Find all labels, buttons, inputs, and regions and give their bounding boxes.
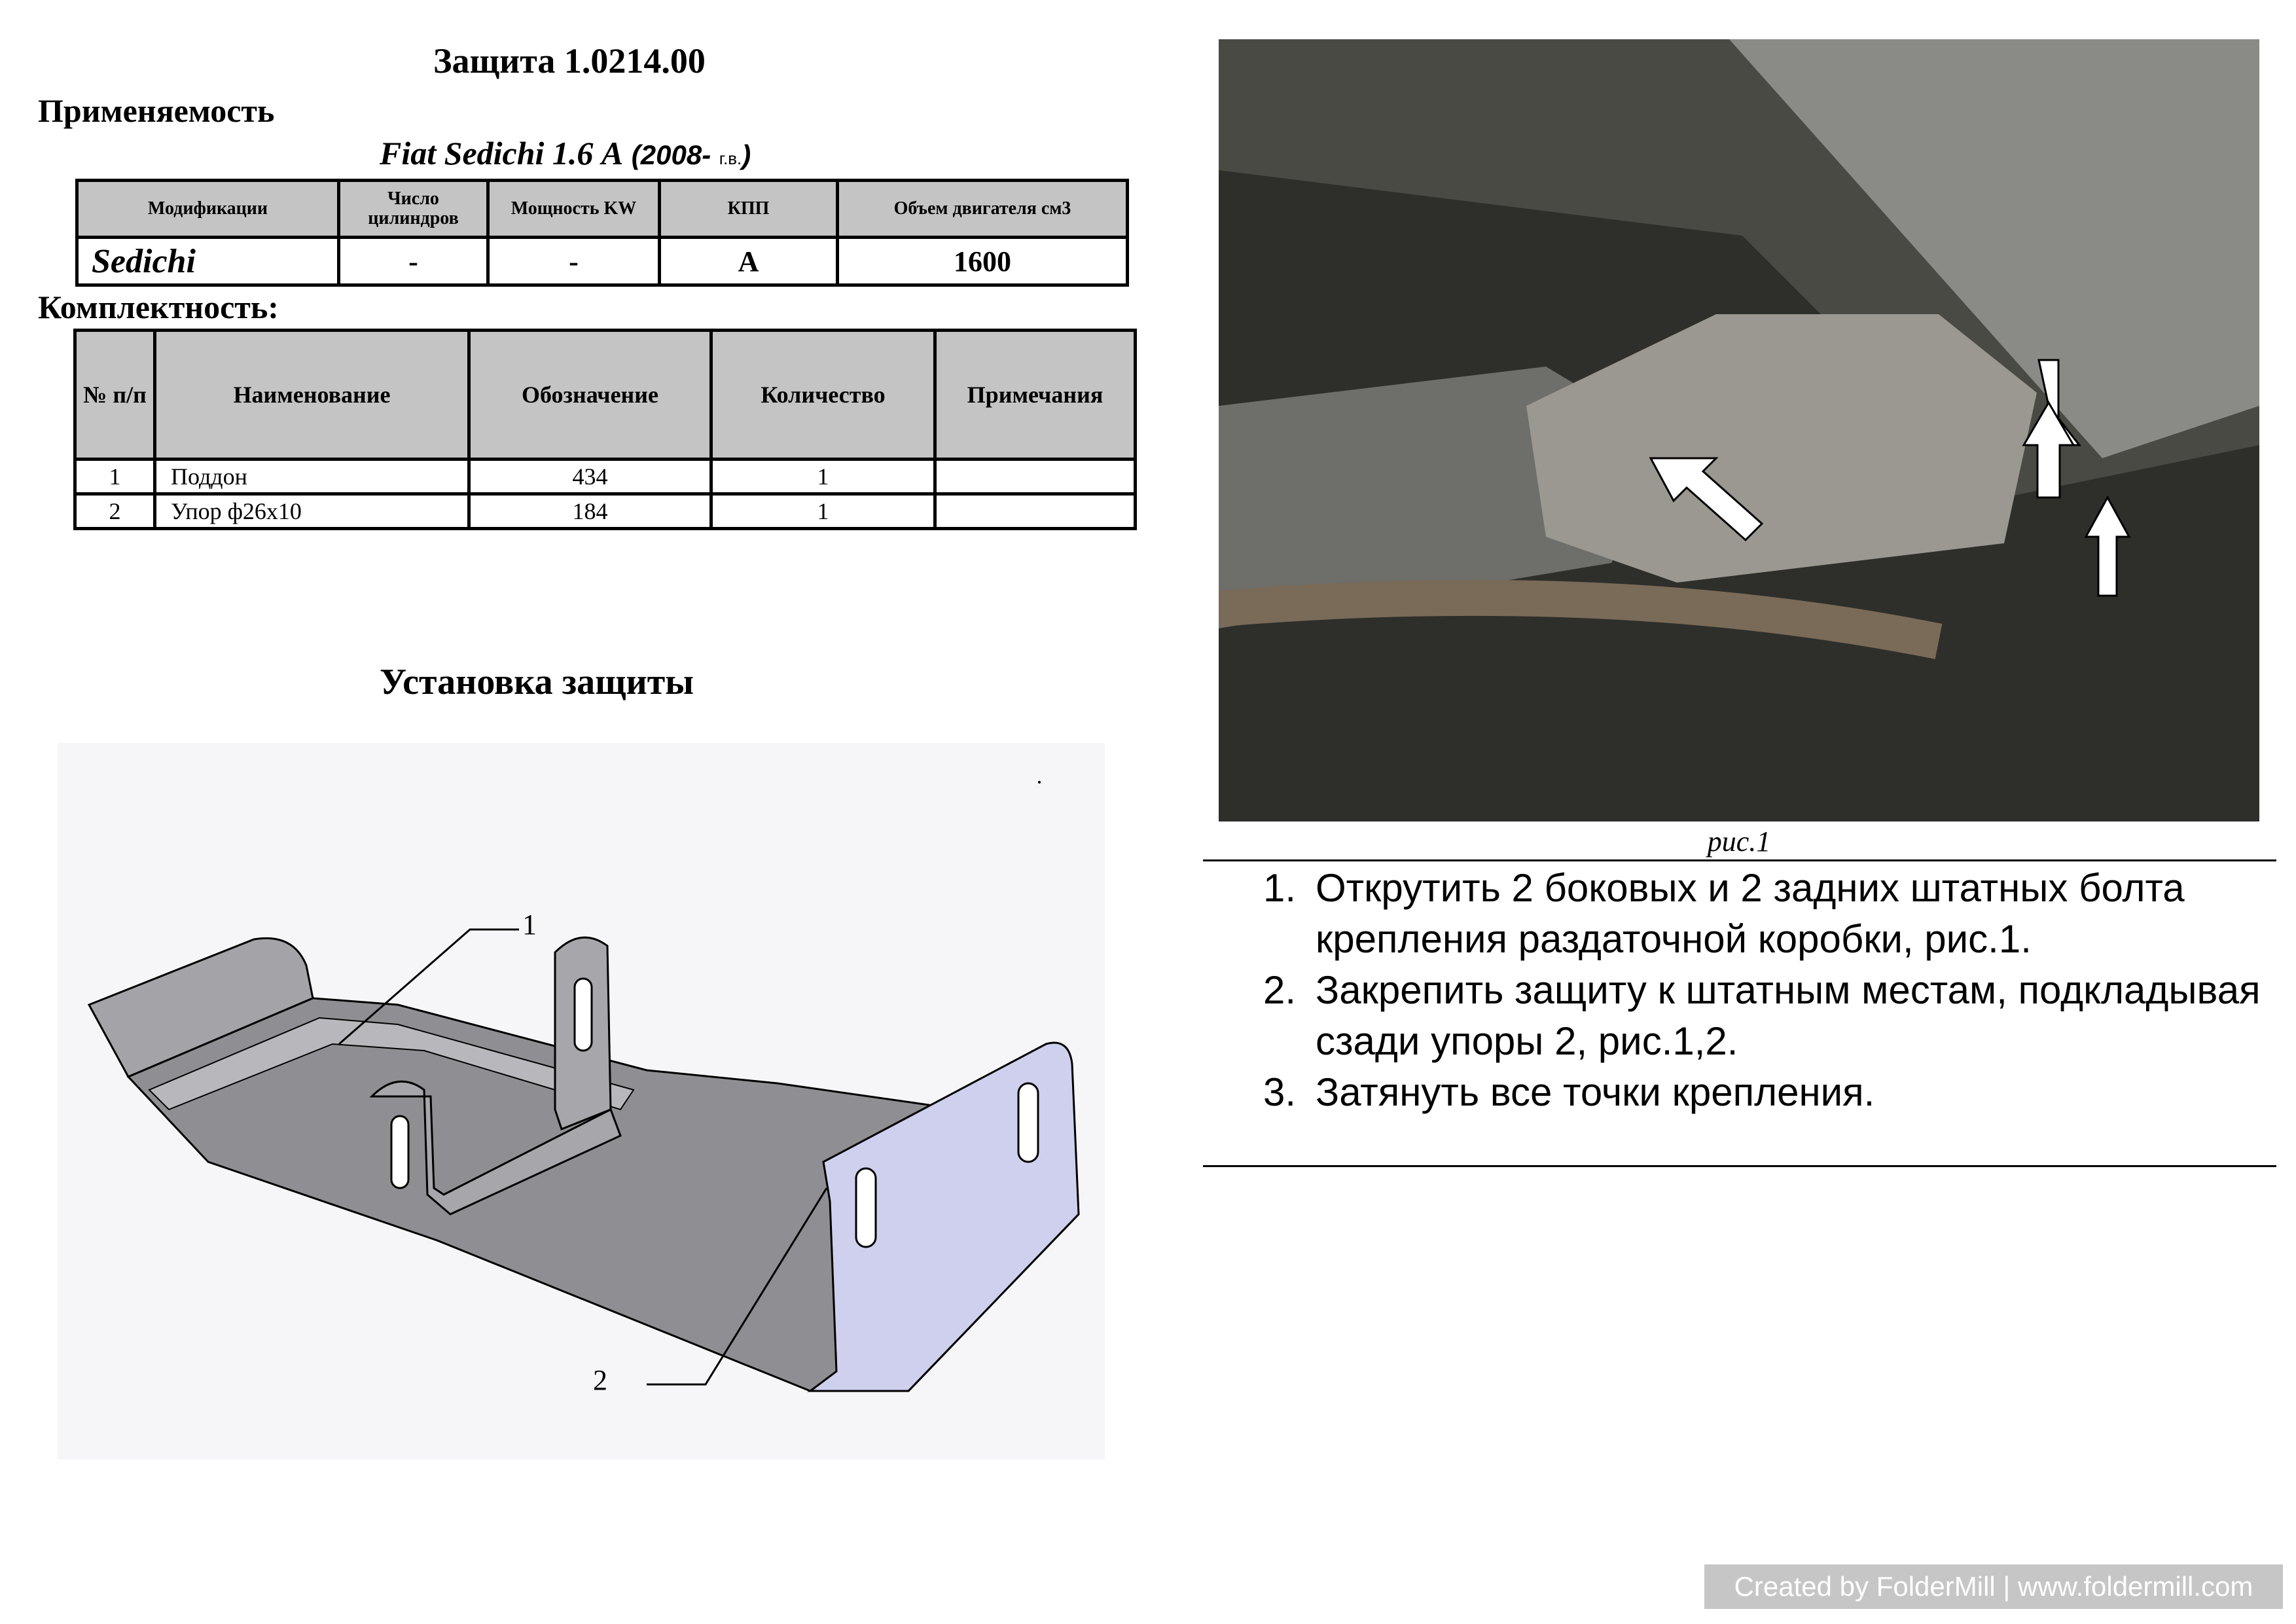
table-row: Sedichi - - А 1600 [75,236,1129,287]
installation-photo [1219,39,2259,821]
cell-engine-volume: 1600 [836,236,1129,287]
list-item: 3. Затянуть все точки крепления. [1263,1067,2271,1118]
cell-quantity: 1 [709,492,937,530]
col-cylinders: Число цилиндров [337,179,490,239]
divider-bottom [1203,1165,2276,1167]
list-item: 1. Открутить 2 боковых и 2 задних штатных… [1263,863,2271,965]
kit-table: № п/п Наименование Обозначение Количеств… [73,329,1137,530]
step-number: 3. [1263,1070,1297,1114]
cell-designation: 434 [467,458,713,496]
col-name: Наименование [153,329,471,461]
years-suffix: г.в. [719,149,742,168]
close-bracket: ) [742,139,751,170]
install-heading: Установка защиты [380,662,694,702]
step-text: Затянуть все точки крепления. [1316,1070,1875,1114]
open-bracket: ( [631,139,641,170]
watermark: Created by FolderMill | www.foldermill.c… [1704,1564,2283,1609]
col-designation: Обозначение [467,329,713,461]
cell-quantity: 1 [709,458,937,496]
part-drawing: 1 2 [58,743,1105,1460]
modifications-table: Модификации Число цилиндров Мощность KW … [75,179,1129,287]
list-item: 2. Закрепить защиту к штатным местам, под… [1263,965,2271,1067]
table-row: 2 Упор ф26х10 184 1 [73,492,1137,530]
cell-name: Поддон [153,458,471,496]
instruction-steps: 1. Открутить 2 боковых и 2 задних штатных… [1263,863,2271,1118]
cell-number: 2 [73,492,156,530]
col-quantity: Количество [709,329,937,461]
step-number: 1. [1263,866,1297,910]
col-modification: Модификации [75,179,340,239]
step-number: 2. [1263,968,1297,1012]
divider-top [1203,859,2276,861]
cell-name: Упор ф26х10 [153,492,471,530]
photo-caption: рис.1 [1707,825,1771,857]
table-header-row: № п/п Наименование Обозначение Количеств… [73,329,1137,461]
col-gearbox: КПП [658,179,839,239]
callout-1-label: 1 [522,909,537,941]
document-title: Защита 1.0214.00 [433,41,706,81]
cell-notes [933,458,1137,496]
col-power: Мощность KW [486,179,661,239]
kit-heading: Комплектность: [38,289,279,325]
col-number: № п/п [73,329,156,461]
cell-number: 1 [73,458,156,496]
cell-designation: 184 [467,492,713,530]
vehicle-name: Fiat Sedichi 1.6 А [380,135,624,171]
table-header-row: Модификации Число цилиндров Мощность KW … [75,179,1129,239]
step-text: Закрепить защиту к штатным местам, подкл… [1316,968,2261,1063]
col-notes: Примечания [933,329,1137,461]
cell-modification: Sedichi [75,236,340,287]
cell-notes [933,492,1137,530]
callout-2-label: 2 [593,1364,607,1396]
step-text: Открутить 2 боковых и 2 задних штатных б… [1316,866,2185,961]
vehicle-line: Fiat Sedichi 1.6 А (2008- г.в.) [380,134,751,172]
col-engine-volume: Объем двигателя см3 [836,179,1129,239]
cell-gearbox: А [658,236,839,287]
cell-cylinders: - [337,236,490,287]
table-row: 1 Поддон 434 1 [73,458,1137,496]
cell-power: - [486,236,661,287]
vehicle-years: 2008- [640,139,711,170]
applicability-heading: Применяемость [38,92,275,129]
